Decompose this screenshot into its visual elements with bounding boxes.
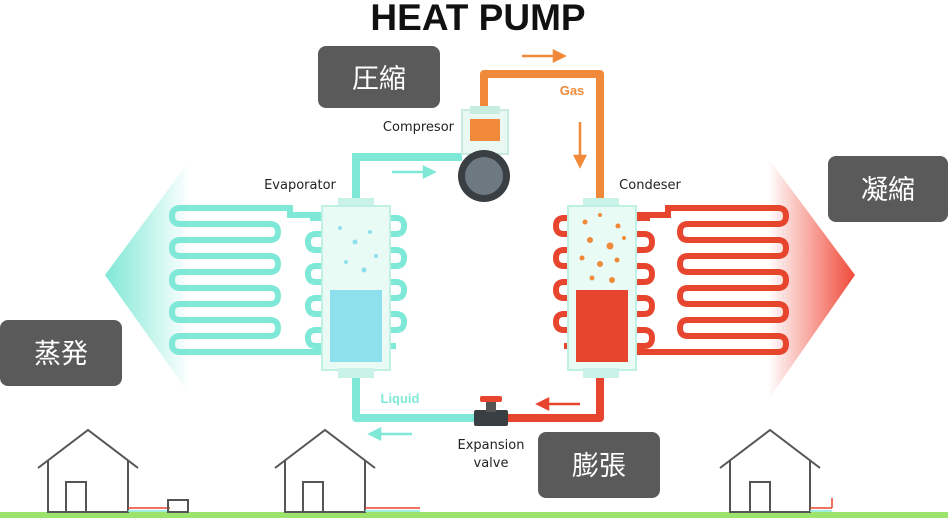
evaporation-stage-label: 蒸発 <box>34 339 88 370</box>
compression-stage-label: 圧縮 <box>352 64 406 95</box>
condensation-stage-box: 凝縮 <box>828 156 948 222</box>
pipe-valve-to-evaporator <box>352 370 475 422</box>
expansion-stage-label: 膨張 <box>572 451 626 482</box>
flow-arrow-liquid-left <box>367 426 412 442</box>
house-left <box>37 428 139 513</box>
page-title: HEAT PUMP <box>370 0 585 38</box>
evaporator-outer-coil <box>168 205 328 355</box>
compressor-orange-box <box>470 119 500 141</box>
flow-arrow-vapor-right <box>392 164 437 180</box>
expansion-valve-icon <box>474 396 508 426</box>
evaporator-caps-top <box>338 198 374 208</box>
compressor-motor-inner <box>465 157 503 195</box>
evaporator-caps-bottom <box>338 368 374 378</box>
condenser-liquid <box>576 290 628 362</box>
evaporator-bubbles <box>338 226 378 273</box>
compressor-top-cap <box>470 106 500 114</box>
pipe-condenser-to-valve <box>505 370 604 422</box>
flow-arrow-gas-down <box>572 122 588 169</box>
expansion-valve-label-line1: Expansion <box>458 438 525 453</box>
ground-pipe-center <box>365 507 420 512</box>
pipe-compressor-to-condenser <box>480 70 604 200</box>
pipe-evaporator-to-compressor <box>352 153 462 200</box>
evaporation-stage-box: 蒸発 <box>0 320 122 386</box>
ground-line <box>0 512 948 518</box>
compression-stage-box: 圧縮 <box>318 46 440 108</box>
compressor-label: Compresor <box>383 120 455 135</box>
ground-pipe-right <box>810 498 833 512</box>
condenser-label: Condeser <box>619 178 681 193</box>
expansion-valve-label-line2: valve <box>474 456 509 471</box>
ground-pipe-left <box>128 499 189 513</box>
heat-release-arrow-right <box>768 158 855 400</box>
flow-arrow-liquid-left-red <box>535 396 580 412</box>
condenser-bubbles <box>579 213 626 283</box>
expansion-stage-box: 膨張 <box>538 432 660 498</box>
condenser-caps-top <box>583 198 619 208</box>
heat-release-arrow-left <box>105 160 190 395</box>
condenser-caps-bottom <box>583 368 619 378</box>
condensation-stage-label: 凝縮 <box>861 175 915 206</box>
evaporator-liquid <box>330 290 382 362</box>
flow-arrow-gas-top <box>522 48 567 64</box>
house-center <box>274 428 376 513</box>
condenser-outer-coil <box>630 205 790 355</box>
evaporator-label: Evaporator <box>264 178 336 193</box>
gas-label: Gas <box>560 83 585 98</box>
house-right <box>719 428 821 513</box>
liquid-label: Liquid <box>381 391 420 406</box>
